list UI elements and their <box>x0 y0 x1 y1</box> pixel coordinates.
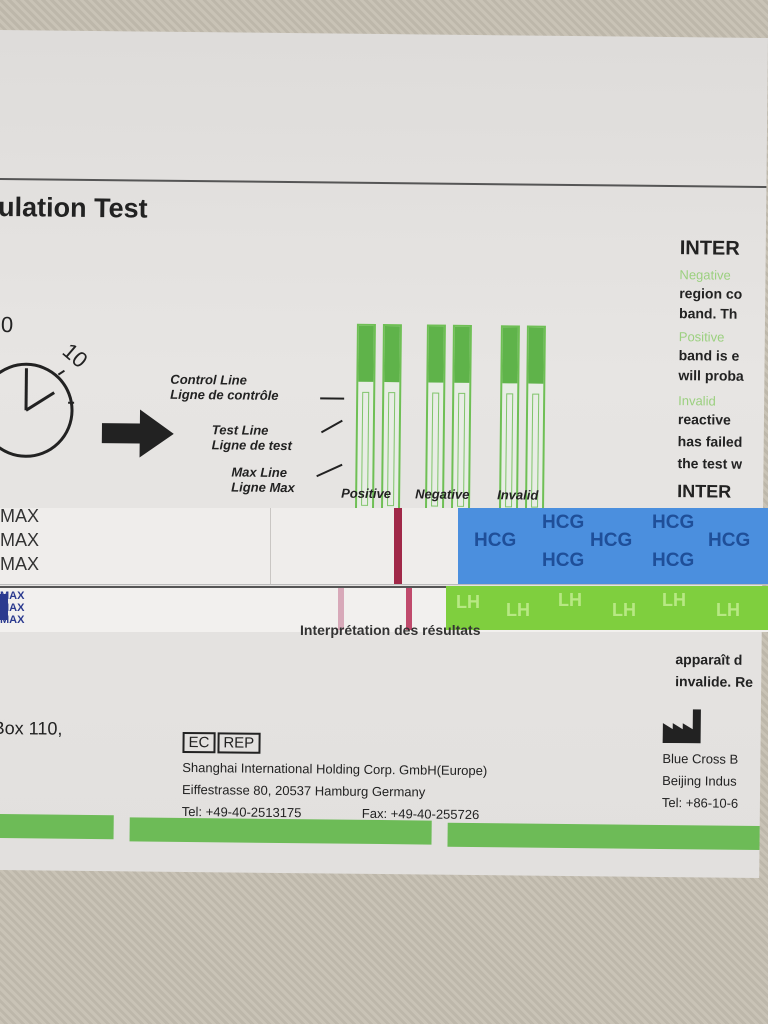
test-line-mark <box>338 588 344 630</box>
manufacturer-name: Blue Cross B <box>662 750 739 767</box>
lh-strip-handle: LH LH LH LH LH LH <box>446 586 768 630</box>
hcg-label: HCG <box>652 512 695 533</box>
lh-label: LH <box>662 590 686 610</box>
hcg-label: HCG <box>542 512 585 533</box>
result-negative: Negative <box>415 486 470 502</box>
lh-label: LH <box>558 590 582 610</box>
partial-heading: Interprétation des résultats <box>300 622 481 638</box>
result-positive: Positive <box>341 485 392 502</box>
control-line-mark <box>406 588 412 630</box>
positive-label: Positive <box>678 329 725 345</box>
side-text-line: band is e <box>678 347 740 364</box>
arrow-right-icon <box>101 409 174 458</box>
green-bar <box>0 813 114 840</box>
hcg-label: HCG <box>542 550 585 571</box>
side-text-line: reactive <box>677 411 731 428</box>
max-line-label: Max Line Ligne Max <box>231 464 295 496</box>
clock-icon <box>0 362 75 458</box>
page-title: ulation Test <box>0 191 148 224</box>
manufacturer-icon <box>662 709 701 744</box>
max-label: MAX <box>0 506 40 526</box>
control-line-pointer <box>320 397 345 400</box>
interpretation-heading: INTER <box>679 237 740 260</box>
negative-label: Negative <box>679 267 731 283</box>
side-text-line: band. Th <box>678 305 738 322</box>
address-box: Box 110, <box>0 717 63 739</box>
blue-marker <box>0 594 8 620</box>
green-bar <box>447 822 760 850</box>
hcg-label: HCG <box>652 550 695 571</box>
side-text-line: the test w <box>677 455 743 472</box>
lh-label: LH <box>456 592 480 612</box>
side-text-line: will proba <box>678 367 744 384</box>
interpretation-heading-2: INTER <box>677 481 732 502</box>
lh-label: LH <box>612 600 636 620</box>
hcg-strip-handle: HCG HCG HCG HCG HCG HCG HCG <box>458 508 768 584</box>
max-label: MAX <box>0 530 40 550</box>
max-line-pointer <box>316 463 343 478</box>
clock-label-zero: 0 <box>0 312 14 338</box>
lh-label: LH <box>716 600 740 620</box>
company-name: Shanghai International Holding Corp. Gmb… <box>182 759 488 779</box>
hcg-label: HCG <box>474 530 517 551</box>
fold-line <box>0 177 767 189</box>
side-text-line: apparaît d <box>675 651 743 668</box>
window-edge <box>270 508 271 584</box>
hcg-label: HCG <box>590 530 633 551</box>
max-label: MAX <box>0 554 40 574</box>
test-instruction-sheet: ulation Test 0 10 Control Line Ligne de … <box>0 30 768 878</box>
side-text-line: invalide. Re <box>675 673 754 690</box>
max-arrow-labels: MAX MAX MAX <box>0 590 25 626</box>
invalid-label: Invalid <box>678 393 716 409</box>
company-address: Eiffestrasse 80, 20537 Hamburg Germany <box>181 781 426 800</box>
test-line-label: Test Line Ligne de test <box>211 422 292 454</box>
manufacturer-tel: Tel: +86-10-6 <box>661 794 739 811</box>
side-text-line: has failed <box>677 433 743 450</box>
hcg-label: HCG <box>708 530 751 551</box>
side-text-line: region co <box>679 285 743 302</box>
lh-label: LH <box>506 600 530 620</box>
green-bar <box>129 817 432 845</box>
control-line-label: Control Line Ligne de contrôle <box>170 371 279 403</box>
result-invalid: Invalid <box>497 487 539 503</box>
manufacturer-address: Beijing Indus <box>662 772 737 789</box>
test-line-pointer <box>320 419 343 434</box>
control-line-mark <box>394 508 402 584</box>
